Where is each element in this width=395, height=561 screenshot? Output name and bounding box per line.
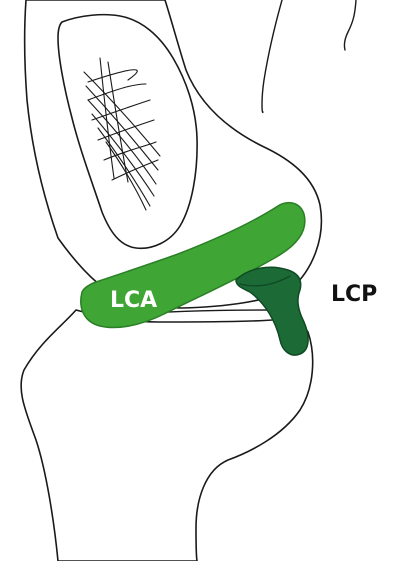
fibula-outline-right <box>344 0 356 50</box>
lca-label: LCA <box>110 288 157 313</box>
tibia-bone <box>21 310 313 561</box>
lcp-label: LCP <box>331 282 377 307</box>
fibula-outline-left <box>262 0 282 112</box>
